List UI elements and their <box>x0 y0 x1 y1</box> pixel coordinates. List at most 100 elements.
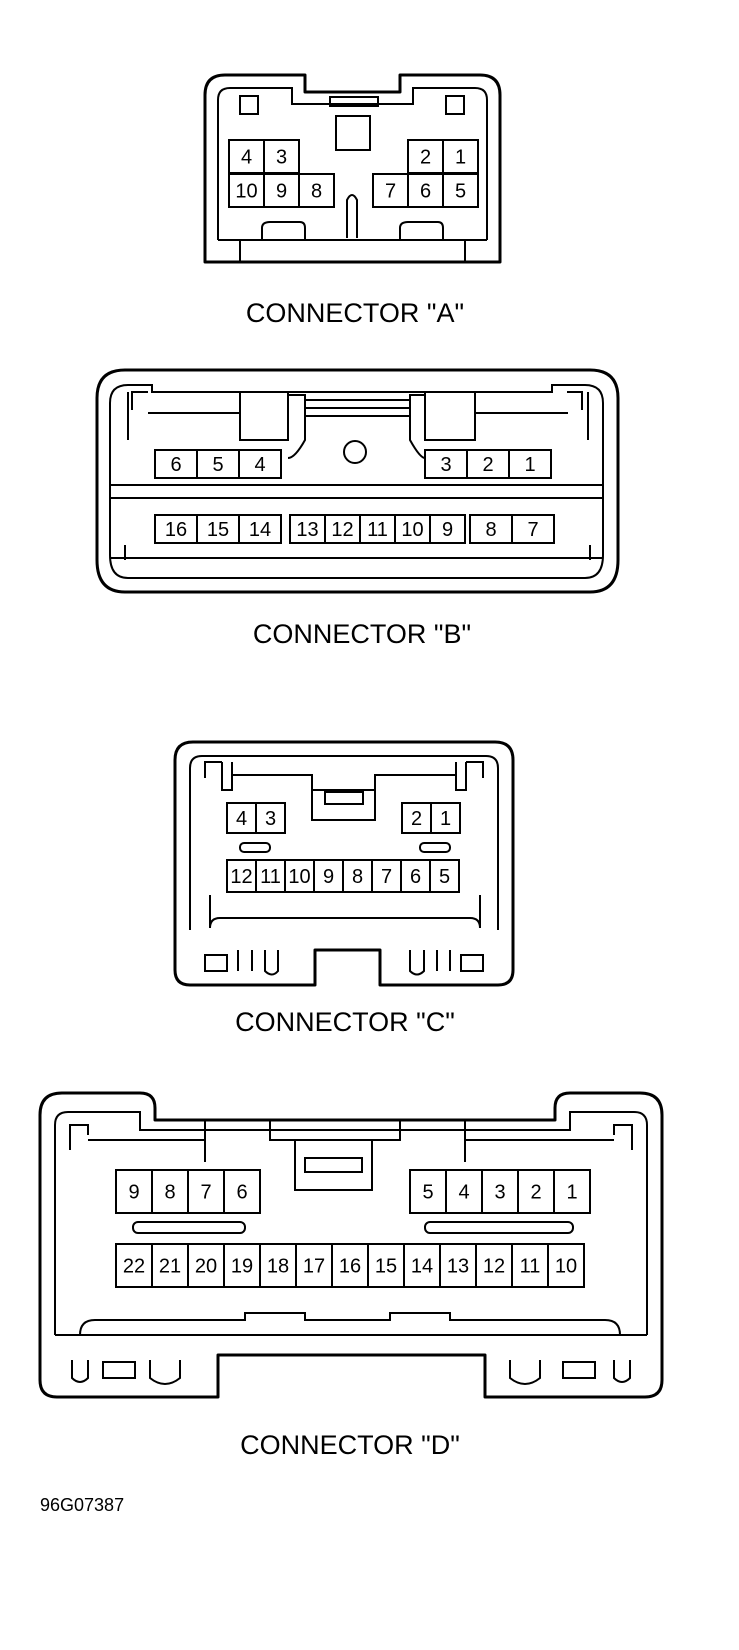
pin-cell: 11 <box>511 1243 549 1288</box>
pin-cell: 14 <box>403 1243 441 1288</box>
pin-number: 16 <box>339 1256 361 1278</box>
pin-box <box>331 1243 369 1288</box>
pin-number: 4 <box>254 454 265 476</box>
pin-box <box>313 859 344 893</box>
pin-number: 8 <box>311 181 322 203</box>
connector-c-caption: CONNECTOR "C" <box>235 1007 455 1037</box>
pin-box <box>115 1169 153 1214</box>
pin-box <box>517 1169 555 1214</box>
pin-box <box>154 514 198 544</box>
pin-cell: 5 <box>196 449 240 479</box>
connector-a-housing <box>203 73 502 264</box>
pin-box <box>371 859 402 893</box>
pin-number: 11 <box>520 1256 541 1278</box>
pin-cell: 7 <box>372 173 409 208</box>
pin-cell: 8 <box>469 514 513 544</box>
connector-c-housing <box>173 740 515 987</box>
pin-cell: 10 <box>547 1243 585 1288</box>
pin-number: 1 <box>566 1182 577 1204</box>
pin-cell: 10 <box>394 514 431 544</box>
pin-cell: 9 <box>263 173 300 208</box>
pin-cell: 3 <box>424 449 468 479</box>
pin-box <box>469 514 513 544</box>
pin-cell: 15 <box>196 514 240 544</box>
pin-box <box>430 802 461 834</box>
pin-cell: 8 <box>151 1169 189 1214</box>
pin-cell: 1 <box>553 1169 591 1214</box>
pin-cell: 13 <box>289 514 326 544</box>
pin-number: 17 <box>303 1256 325 1278</box>
pin-number: 12 <box>483 1256 505 1278</box>
pin-cell: 10 <box>228 173 265 208</box>
pin-box <box>481 1169 519 1214</box>
pin-number: 8 <box>164 1182 175 1204</box>
pin-cell: 18 <box>259 1243 297 1288</box>
pin-number: 7 <box>385 181 396 203</box>
pin-cell: 9 <box>429 514 466 544</box>
pin-cell: 3 <box>255 802 286 834</box>
pin-cell: 6 <box>407 173 444 208</box>
pin-number: 10 <box>401 519 423 541</box>
pin-number: 2 <box>482 454 493 476</box>
connector-a-caption: CONNECTOR "A" <box>246 298 464 328</box>
pin-cell: 1 <box>508 449 552 479</box>
pin-box <box>445 1169 483 1214</box>
pin-cell: 8 <box>342 859 373 893</box>
pin-number: 11 <box>260 866 281 888</box>
pin-cell: 3 <box>263 139 300 174</box>
pin-number: 1 <box>524 454 535 476</box>
pin-box <box>442 139 479 174</box>
pin-number: 8 <box>485 519 496 541</box>
pin-cell: 20 <box>187 1243 225 1288</box>
pin-number: 10 <box>235 181 257 203</box>
pin-cell: 15 <box>367 1243 405 1288</box>
pin-cell: 10 <box>284 859 315 893</box>
pin-box <box>196 514 240 544</box>
pin-number: 8 <box>352 866 363 888</box>
pin-number: 6 <box>410 866 421 888</box>
pin-cell: 2 <box>407 139 444 174</box>
pin-number: 3 <box>276 147 287 169</box>
connector-b-housing <box>95 368 620 594</box>
pin-number: 1 <box>440 808 451 830</box>
pin-cell: 7 <box>371 859 402 893</box>
pin-number: 7 <box>200 1182 211 1204</box>
connector-d-caption: CONNECTOR "D" <box>240 1430 460 1460</box>
pin-cell: 1 <box>430 802 461 834</box>
pin-number: 16 <box>165 519 187 541</box>
pin-box <box>439 1243 477 1288</box>
pin-number: 9 <box>276 181 287 203</box>
pin-cell: 6 <box>400 859 431 893</box>
pin-number: 14 <box>249 519 271 541</box>
pin-number: 1 <box>455 147 466 169</box>
connector-b-caption: CONNECTOR "B" <box>253 619 471 649</box>
pin-number: 15 <box>375 1256 397 1278</box>
pin-number: 21 <box>159 1256 181 1278</box>
pin-box <box>196 449 240 479</box>
pin-box <box>553 1169 591 1214</box>
pin-number: 2 <box>530 1182 541 1204</box>
pin-cell: 5 <box>409 1169 447 1214</box>
pin-cell: 1 <box>442 139 479 174</box>
pin-box <box>475 1243 513 1288</box>
pin-box <box>187 1243 225 1288</box>
pin-number: 9 <box>442 519 453 541</box>
pin-number: 6 <box>420 181 431 203</box>
pin-box <box>424 449 468 479</box>
pin-box <box>442 173 479 208</box>
pin-cell: 7 <box>511 514 555 544</box>
pin-cell: 2 <box>401 802 432 834</box>
pin-cell: 11 <box>359 514 396 544</box>
pin-number: 10 <box>555 1256 577 1278</box>
pin-cell: 11 <box>255 859 286 893</box>
pin-box <box>342 859 373 893</box>
pin-box <box>409 1169 447 1214</box>
